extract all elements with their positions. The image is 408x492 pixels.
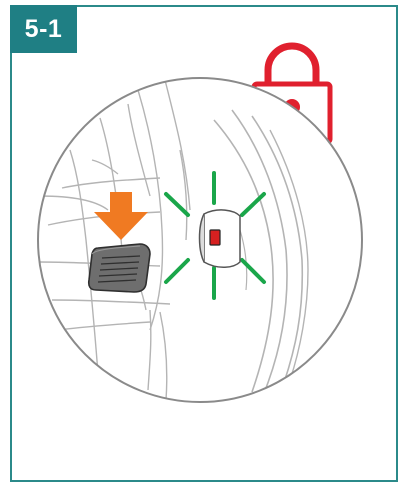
indicator-rays (164, 171, 266, 300)
brake-pedal (87, 243, 151, 293)
step-badge: 5-1 (10, 5, 77, 53)
down-arrow-icon (94, 192, 148, 240)
lock-indicator-led (209, 229, 221, 246)
lock-indicator (198, 209, 241, 268)
